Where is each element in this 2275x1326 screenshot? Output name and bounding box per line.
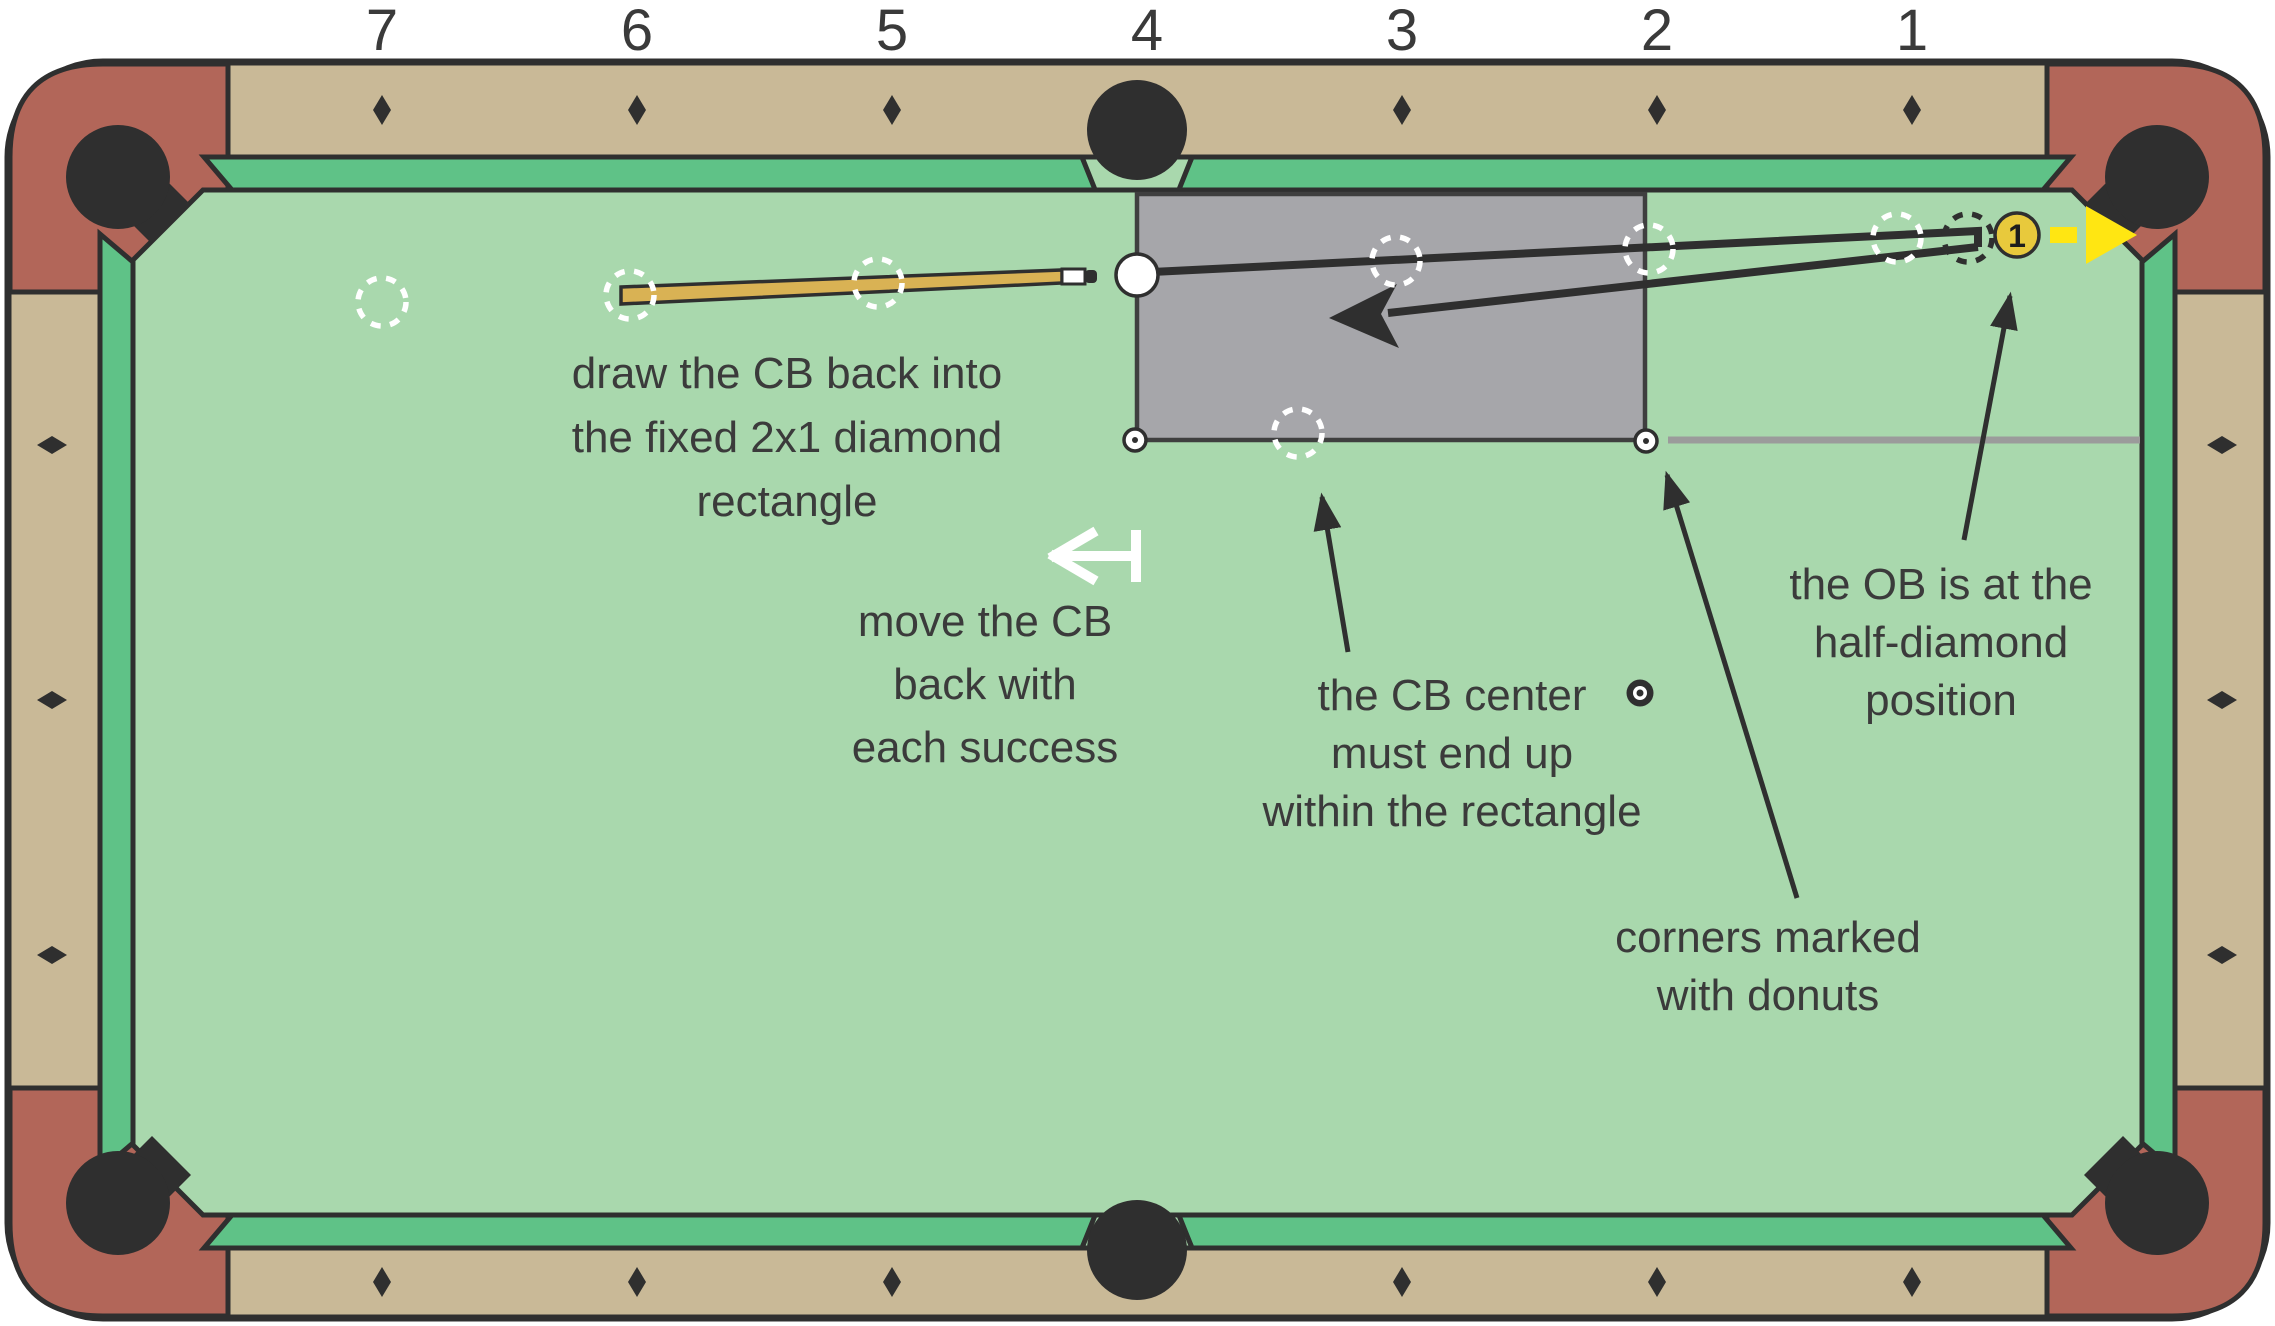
note-line: half-diamond bbox=[1814, 618, 2068, 667]
note-line: position bbox=[1865, 676, 2017, 725]
rail-diamond-icon bbox=[37, 691, 67, 709]
ob-arrow-head bbox=[2086, 206, 2137, 264]
draw-back-line bbox=[1387, 243, 1979, 317]
ghost-ball-icon bbox=[1622, 222, 1676, 276]
note-line: each success bbox=[852, 723, 1119, 772]
note-draw-back: draw the CB back into the fixed 2x1 diam… bbox=[572, 349, 1003, 526]
note-line: must end up bbox=[1331, 729, 1573, 778]
note-ob-position: the OB is at the half-diamond position bbox=[1789, 560, 2092, 725]
ob-direction-arrow-icon bbox=[2050, 206, 2137, 264]
diamond-label-5: 5 bbox=[876, 0, 908, 63]
rail-diamond-icon bbox=[1903, 95, 1921, 125]
rail-diamond-icon bbox=[1393, 95, 1411, 125]
rail-diamond-icon bbox=[1903, 1267, 1921, 1297]
cue-tip bbox=[1085, 270, 1097, 283]
note-line: the fixed 2x1 diamond bbox=[572, 413, 1003, 462]
donut-center-dot bbox=[1636, 689, 1644, 697]
note-line: the OB is at the bbox=[1789, 560, 2092, 609]
target-rectangle bbox=[1134, 191, 1648, 443]
rail-diamond-icon bbox=[628, 1267, 646, 1297]
rail-diamond-icon bbox=[2207, 691, 2237, 709]
note-line: corners marked bbox=[1615, 913, 1921, 962]
ghost-ball-markers bbox=[355, 211, 1924, 460]
note-line: the CB center bbox=[1317, 671, 1586, 720]
arrow-to-corner-donut bbox=[1663, 470, 1800, 899]
donut-center-dot bbox=[1132, 437, 1138, 443]
move-back-arrow-head-lower bbox=[1047, 549, 1099, 586]
cushion-right bbox=[2139, 228, 2178, 1177]
ob-arrow-dash bbox=[2050, 227, 2077, 243]
diamond-label-3: 3 bbox=[1386, 0, 1418, 63]
corner-donuts bbox=[1122, 427, 1659, 454]
arrow-to-object-ball bbox=[1961, 291, 2018, 541]
cushion-top-right bbox=[1174, 154, 2077, 193]
rail-diamond-icon bbox=[1393, 1267, 1411, 1297]
rail-diamond-icon bbox=[37, 436, 67, 454]
diamond-number-labels: 7 6 5 4 3 2 1 bbox=[366, 0, 1928, 63]
note-line: rectangle bbox=[696, 477, 877, 526]
rail-diamond-icon bbox=[373, 95, 391, 125]
rail-diamond-icon bbox=[1648, 1267, 1666, 1297]
cue-ferrule bbox=[1060, 267, 1087, 286]
pocket-top-left bbox=[66, 125, 170, 229]
ghost-ball-icon bbox=[1271, 406, 1325, 460]
ghost-ball-contact-icon bbox=[1941, 211, 1995, 265]
rail-diamond-icon bbox=[2207, 436, 2237, 454]
note-line: move the CB bbox=[858, 597, 1112, 646]
pocket-bottom-left bbox=[66, 1151, 170, 1255]
shot-line bbox=[1151, 226, 1982, 276]
rail-diamond-icon bbox=[628, 95, 646, 125]
rail-diamond-icon bbox=[883, 95, 901, 125]
note-line: back with bbox=[893, 660, 1076, 709]
arrow-to-ghost-marker bbox=[1313, 492, 1351, 653]
example-donut bbox=[1626, 679, 1654, 707]
diamond-label-4: 4 bbox=[1131, 0, 1163, 63]
ghost-ball-icon bbox=[1369, 234, 1423, 288]
object-ball-number: 1 bbox=[2008, 218, 2026, 254]
note-move-back: move the CB back with each success bbox=[852, 597, 1119, 772]
diamond-label-7: 7 bbox=[366, 0, 398, 63]
rail-diamonds bbox=[37, 95, 2237, 1297]
object-ball-circle bbox=[1993, 211, 2041, 259]
cue-ball bbox=[1114, 252, 1160, 298]
pocket-bottom-right bbox=[2105, 1151, 2209, 1255]
ghost-ball-icon bbox=[355, 275, 409, 329]
pocket-top-right bbox=[2105, 125, 2209, 229]
annotation-arrows bbox=[1313, 291, 2018, 899]
move-back-arrow-icon bbox=[1047, 526, 1141, 586]
cushion-bottom-right bbox=[1174, 1212, 2077, 1251]
cushion-bottom-left bbox=[198, 1212, 1100, 1251]
object-ball: 1 bbox=[1993, 211, 2041, 259]
note-corner-donuts: corners marked with donuts bbox=[1615, 913, 1921, 1020]
pocket-top-side bbox=[1087, 80, 1187, 180]
cushion-top-left bbox=[198, 154, 1100, 193]
cue-stick bbox=[619, 267, 1097, 306]
cushion-left bbox=[97, 228, 136, 1177]
diamond-label-2: 2 bbox=[1641, 0, 1673, 63]
draw-back-arrowhead-icon bbox=[1329, 284, 1399, 348]
note-cb-center: the CB center must end up within the rec… bbox=[1261, 671, 1641, 836]
diamond-label-1: 1 bbox=[1896, 0, 1928, 63]
pockets bbox=[66, 80, 2209, 1300]
rail-diamond-icon bbox=[883, 1267, 901, 1297]
note-line: with donuts bbox=[1656, 971, 1880, 1020]
ghost-ball-icon bbox=[1870, 211, 1924, 265]
diamond-label-6: 6 bbox=[621, 0, 653, 63]
donut-center-dot bbox=[1643, 438, 1649, 444]
rail-diamond-icon bbox=[37, 946, 67, 964]
ghost-ball-icon bbox=[603, 268, 657, 322]
annotation-text: draw the CB back into the fixed 2x1 diam… bbox=[572, 349, 2093, 1020]
drill-overlay: 1 bbox=[355, 191, 2140, 899]
note-line: within the rectangle bbox=[1261, 787, 1641, 836]
pocket-bottom-side bbox=[1087, 1200, 1187, 1300]
rail-diamond-icon bbox=[373, 1267, 391, 1297]
rail-diamond-icon bbox=[1648, 95, 1666, 125]
ghost-ball-icon bbox=[851, 256, 905, 310]
rail-diamond-icon bbox=[2207, 946, 2237, 964]
note-line: draw the CB back into bbox=[572, 349, 1002, 398]
